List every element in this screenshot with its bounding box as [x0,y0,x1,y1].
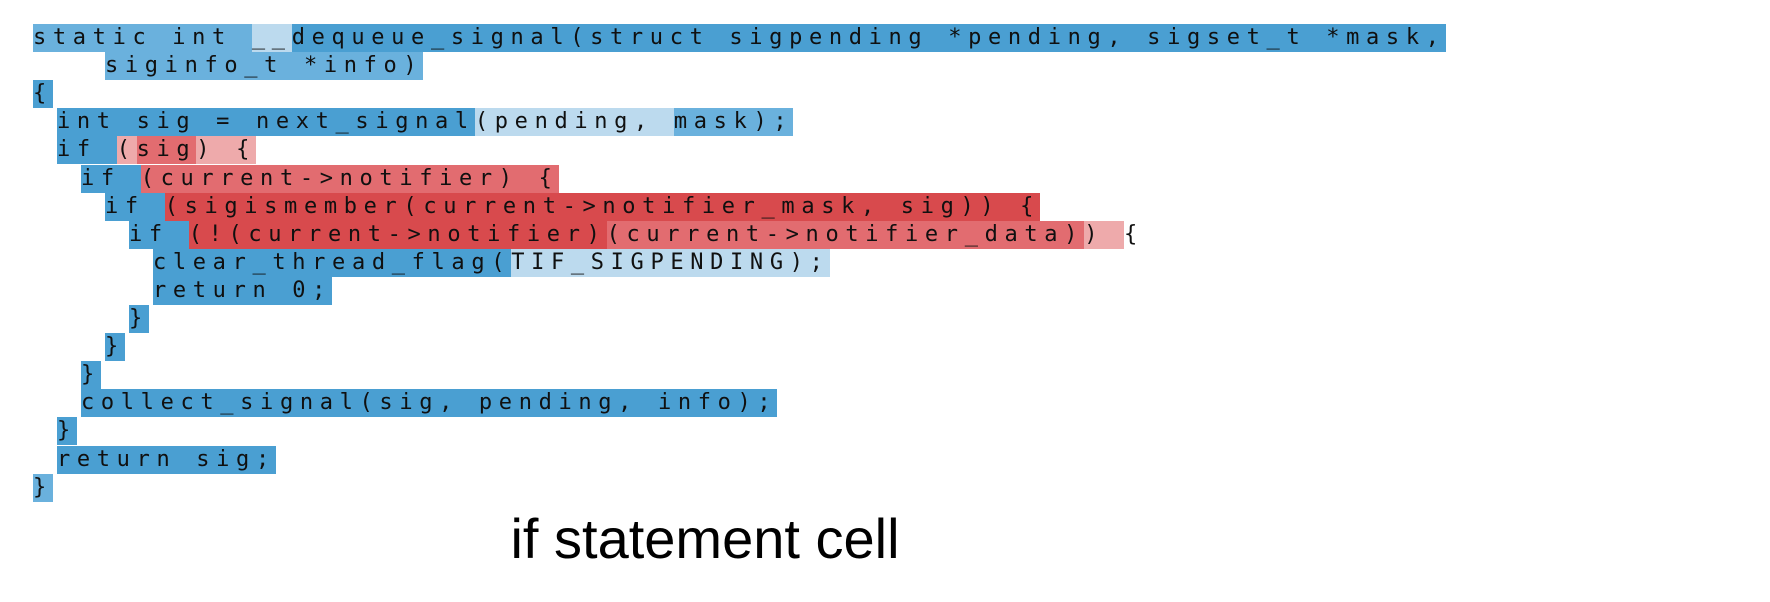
code-token: return 0; [153,276,333,305]
code-token: ( [116,136,137,165]
code-token: static int [33,24,252,52]
code-token: siginfo_t *info) [105,52,424,81]
code-token: } [57,417,77,446]
code-token: (current->notifier_data) [606,220,1085,249]
code-token: ) [1084,220,1124,249]
code-token: (pending, [474,108,674,137]
code-token: TIF_SIGPENDING); [511,248,830,277]
code-token: } [81,361,101,390]
code-token: if [129,220,189,249]
code-token: sig [136,136,197,165]
code-token: } [33,473,53,502]
code-token: if [81,164,141,193]
code-token: clear_thread_flag( [153,248,512,277]
figure-caption: if statement cell [510,507,900,570]
highlighted-code-block: static int __dequeue_signal(struct sigpe… [33,24,1446,502]
code-token: dequeue_signal(struct sigpending *pendin… [291,24,1446,52]
code-token: return sig; [57,445,276,474]
code-token: } [129,305,149,333]
code-token: { [33,80,53,109]
code-token: (current->notifier) { [140,164,559,193]
code-token: int sig = next_signal [57,108,475,137]
code-token: ) { [196,136,256,165]
code-token: } [105,333,125,362]
code-token: collect_signal(sig, pending, info); [81,389,778,418]
code-token: (sigismember(current->notifier_mask, sig… [164,192,1041,221]
code-token: if [105,192,165,221]
code-token: mask); [673,108,794,137]
code-token: if [57,136,117,165]
code-token: (!(current->notifier) [188,220,607,249]
code-token: { [1124,221,1144,247]
code-token: __ [251,24,292,52]
